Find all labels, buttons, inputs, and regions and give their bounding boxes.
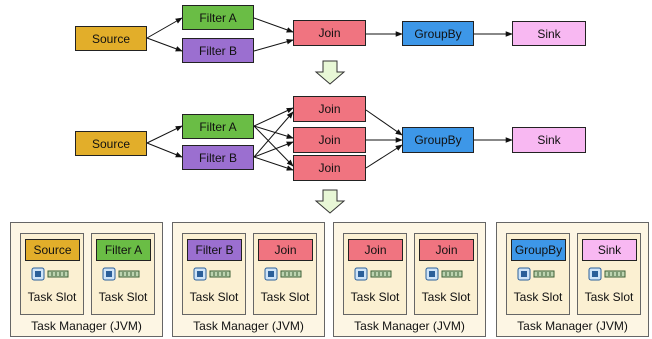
task-manager-label: Task Manager (JVM)	[31, 319, 142, 333]
task-slot-label: Task Slot	[189, 290, 239, 304]
memory-icon	[209, 270, 231, 278]
node-groupby: GroupBy	[402, 21, 474, 46]
edge-p-join-1-groupby	[365, 109, 403, 136]
resource-icons	[517, 267, 555, 281]
down-arrow-icon	[314, 189, 346, 214]
slot-task-box: Filter A	[96, 239, 151, 261]
edge-p-filter-a-join-2	[253, 125, 294, 139]
down-arrow-icon	[314, 60, 346, 85]
task-slot-label: Task Slot	[421, 290, 471, 304]
edge-p-source-filter-b	[146, 142, 183, 158]
task-slot: Filter A Task Slot	[91, 233, 155, 315]
task-slot-label: Task Slot	[350, 290, 400, 304]
node-filter-b: Filter B	[182, 38, 254, 63]
memory-icon	[533, 270, 555, 278]
task-slot-label: Task Slot	[98, 290, 148, 304]
resource-icons	[264, 267, 302, 281]
cpu-icon	[264, 267, 278, 281]
slot-task-box: Filter B	[187, 239, 242, 261]
cpu-icon	[102, 267, 116, 281]
resource-icons	[102, 267, 140, 281]
slot-task-box: Sink	[582, 239, 637, 261]
slot-task-box: GroupBy	[511, 239, 566, 261]
cpu-icon	[588, 267, 602, 281]
resource-icons	[425, 267, 463, 281]
task-slot-label: Task Slot	[584, 290, 634, 304]
edge-p-source-filter-a	[146, 125, 183, 144]
task-slot-label: Task Slot	[27, 290, 77, 304]
resource-icons	[193, 267, 231, 281]
node-join-3: Join	[293, 155, 366, 181]
edge-filter-a-join	[253, 17, 294, 33]
edge-p-filter-b-join-1	[253, 111, 294, 158]
edge-source-filter-a	[146, 17, 183, 39]
edge-filter-b-join	[253, 39, 294, 52]
edge-p-join-3-groupby	[365, 144, 403, 169]
node-source: Source	[75, 131, 147, 156]
slot-task-box: Join	[419, 239, 474, 261]
edge-source-filter-b	[146, 37, 183, 52]
edge-p-filter-a-join-3	[253, 125, 294, 167]
node-source: Source	[75, 26, 147, 51]
cpu-icon	[425, 267, 439, 281]
task-slot: Filter B Task Slot	[182, 233, 246, 315]
node-filter-a: Filter A	[182, 5, 254, 30]
memory-icon	[604, 270, 626, 278]
task-slot-label: Task Slot	[513, 290, 563, 304]
node-join-2: Join	[293, 127, 366, 153]
slot-task-box: Join	[258, 239, 313, 261]
node-groupby: GroupBy	[402, 127, 474, 153]
node-sink: Sink	[512, 21, 586, 46]
resource-icons	[354, 267, 392, 281]
edge-p-filter-b-join-2	[253, 141, 294, 158]
slot-task-box: Source	[25, 239, 80, 261]
cpu-icon	[517, 267, 531, 281]
node-sink: Sink	[512, 127, 586, 153]
memory-icon	[118, 270, 140, 278]
node-join-1: Join	[293, 96, 366, 122]
node-filter-b: Filter B	[182, 145, 254, 170]
task-manager-label: Task Manager (JVM)	[517, 319, 628, 333]
cpu-icon	[193, 267, 207, 281]
cpu-icon	[354, 267, 368, 281]
task-manager-label: Task Manager (JVM)	[354, 319, 465, 333]
task-manager-label: Task Manager (JVM)	[193, 319, 304, 333]
edge-p-filter-b-join-3	[253, 156, 294, 171]
memory-icon	[370, 270, 392, 278]
resource-icons	[31, 267, 69, 281]
memory-icon	[441, 270, 463, 278]
task-slot-label: Task Slot	[260, 290, 310, 304]
memory-icon	[280, 270, 302, 278]
resource-icons	[588, 267, 626, 281]
node-filter-a: Filter A	[182, 114, 254, 139]
edge-p-filter-a-join-1	[253, 107, 294, 127]
node-join: Join	[293, 20, 366, 46]
slot-task-box: Join	[348, 239, 403, 261]
memory-icon	[47, 270, 69, 278]
cpu-icon	[31, 267, 45, 281]
